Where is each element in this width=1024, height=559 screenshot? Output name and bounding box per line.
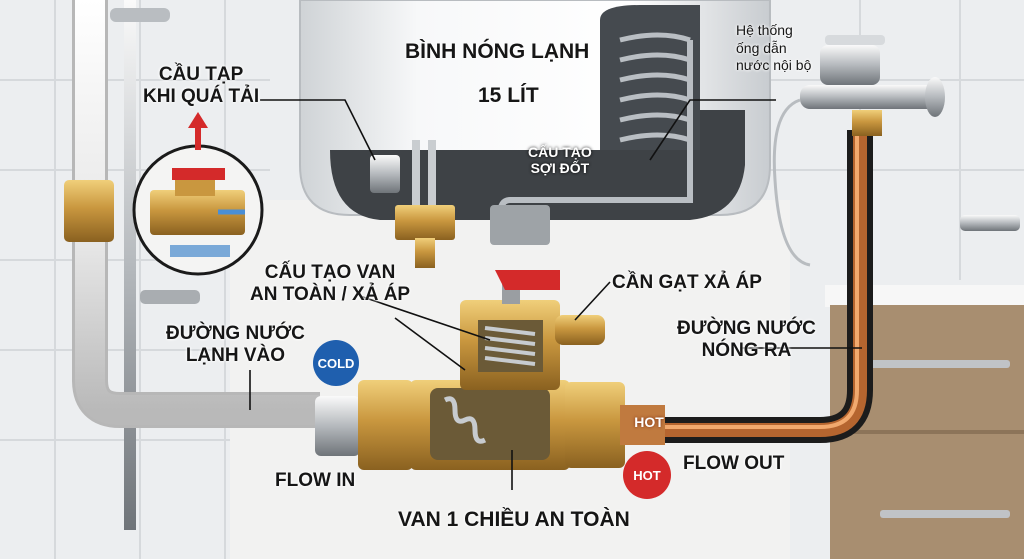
hot-out-line2: NÓNG RA — [701, 339, 792, 361]
hot-out-line1: ĐƯỜNG NƯỚC — [677, 318, 816, 339]
relief-lever-label: CẦN GẠT XẢ ÁP — [612, 272, 762, 293]
heater-title: BÌNH NÓNG LẠNH — [405, 40, 590, 63]
flow-out-label: FLOW OUT — [683, 453, 785, 474]
hot-badge: HOT — [623, 451, 671, 499]
leader-lines — [249, 99, 862, 490]
overload-inset — [132, 112, 264, 276]
tank-inlet-pipes — [370, 140, 550, 268]
flow-in-label: FLOW IN — [275, 470, 356, 491]
pipe-system-line2: ống dẫn — [736, 39, 787, 56]
valve-structure-line2: AN TOÀN / XẢ ÁP — [250, 283, 411, 305]
overload-line1: CẦU TẠP — [158, 64, 244, 85]
cold-water-pipe — [64, 0, 320, 428]
cold-in-label: ĐƯỜNG NƯỚC LẠNH VÀO — [166, 323, 305, 367]
heater-capacity: 15 LÍT — [478, 84, 539, 107]
faucet — [772, 35, 945, 267]
cold-badge: COLD — [313, 340, 359, 386]
safety-valve-assembly — [315, 270, 665, 470]
cold-in-line2: LẠNH VÀO — [185, 344, 286, 366]
hot-out-label: ĐƯỜNG NƯỚC NÓNG RA — [677, 318, 816, 362]
overload-line2: KHI QUÁ TẢI — [143, 85, 260, 107]
pipe-system-label: Hệ thống ống dẫn nước nội bộ — [736, 22, 811, 75]
element-label-line1: CẤU TẠO — [528, 144, 592, 160]
check-valve-label: VAN 1 CHIỀU AN TOÀN — [398, 508, 630, 531]
element-label-line2: SỢI ĐỐT — [530, 160, 590, 177]
valve-structure-line1: CẤU TẠO VAN — [264, 262, 396, 283]
hot-water-copper-pipe — [620, 110, 882, 443]
overload-label: CẦU TẠP KHI QUÁ TẢI — [143, 64, 259, 108]
pipe-system-line1: Hệ thống — [736, 22, 793, 38]
valve-structure-label: CẤU TẠO VAN AN TOÀN / XẢ ÁP — [250, 262, 410, 306]
cold-in-line1: ĐƯỜNG NƯỚC — [166, 323, 305, 344]
hot-pipe-badge: HOT — [634, 414, 664, 430]
pipe-system-line3: nước nội bộ — [736, 57, 812, 73]
element-label: CẤU TẠO SỢI ĐỐT — [528, 144, 592, 176]
